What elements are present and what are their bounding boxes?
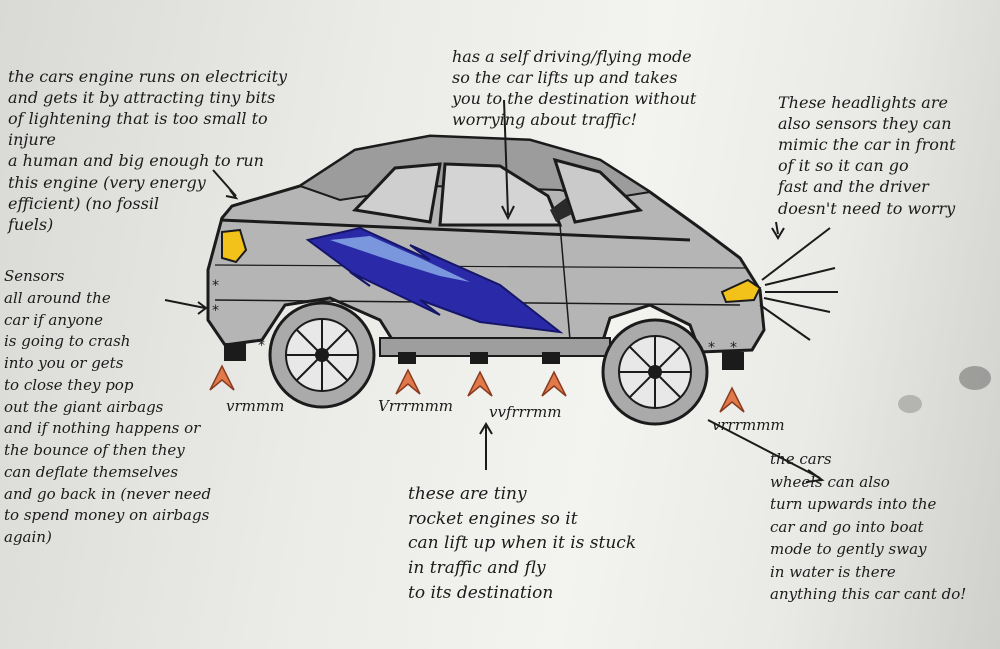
svg-text:*: * <box>730 340 737 356</box>
lightning-decal <box>305 226 564 334</box>
door-seam <box>559 224 571 341</box>
paper-stain <box>959 366 991 390</box>
sound-label: Vrrrmmm <box>378 397 454 415</box>
sound-label: vvfrrrmm <box>489 403 562 421</box>
svg-text:*: * <box>212 278 219 294</box>
rocket-nozzles <box>224 343 744 370</box>
lightning-highlight <box>330 236 470 282</box>
sound-label: vrrrmmm <box>712 416 785 434</box>
annotation-self-driving: has a self driving/flying mode so the ca… <box>452 47 697 130</box>
rocket-flames <box>209 364 745 413</box>
sound-label: vrmmm <box>226 397 285 415</box>
annotation-sensors: Sensors all around the car if anyone is … <box>4 267 212 546</box>
rear-wheel <box>268 301 376 409</box>
door-line <box>219 218 691 242</box>
pointer-arrows <box>164 99 825 483</box>
side-mirror <box>550 198 572 222</box>
headlight-beams <box>759 227 838 341</box>
door-line <box>214 264 746 269</box>
svg-text:*: * <box>258 338 265 354</box>
annotation-wheels: the cars wheels can also turn upwards in… <box>770 450 967 603</box>
rear-light <box>221 228 248 264</box>
paper-stain <box>898 395 922 413</box>
windshield <box>552 157 644 224</box>
headlight <box>720 278 762 304</box>
svg-text:*: * <box>708 340 715 356</box>
front-wheel <box>601 318 709 426</box>
svg-text:*: * <box>212 303 219 319</box>
annotation-engine: the cars engine runs on electricity and … <box>8 67 288 234</box>
rear-window <box>351 162 442 224</box>
annotation-rockets: these are tiny rocket engines so it can … <box>408 484 637 603</box>
annotation-headlights: These headlights are also sensors they c… <box>778 93 956 218</box>
